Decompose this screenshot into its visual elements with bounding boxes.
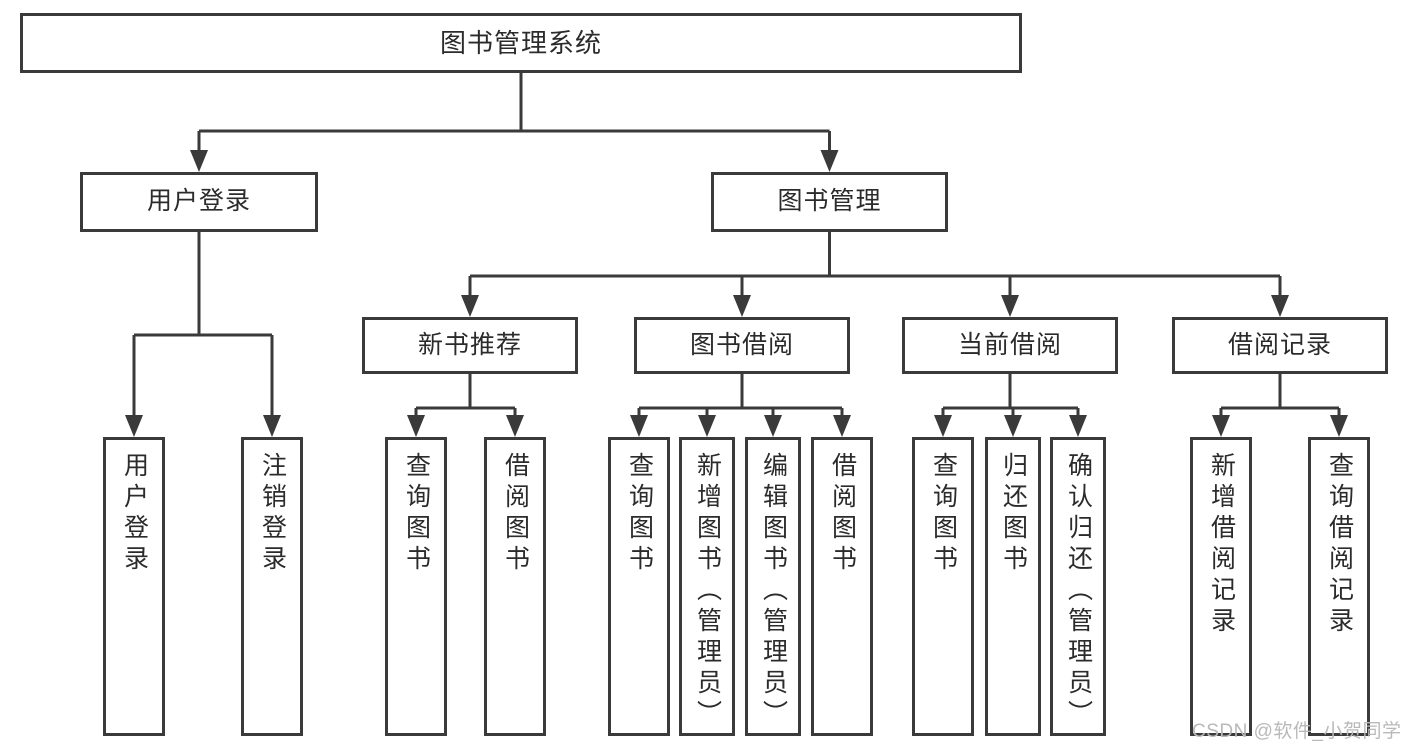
node-label: 查询借阅记录 <box>1325 452 1354 638</box>
node-label: 图书借阅 <box>689 330 794 359</box>
node-label: 借阅记录 <box>1227 330 1332 359</box>
node-current[interactable]: 当前借阅 <box>902 317 1118 374</box>
node-c3[interactable]: 确认归还（管理员） <box>1050 437 1106 736</box>
node-l2[interactable]: 注销登录 <box>241 437 303 736</box>
node-c2[interactable]: 归还图书 <box>985 437 1041 736</box>
node-label: 图书管理 <box>777 187 882 216</box>
node-label: 当前借阅 <box>957 330 1062 359</box>
node-n2[interactable]: 借阅图书 <box>484 437 546 736</box>
node-b4[interactable]: 借阅图书 <box>811 437 873 736</box>
node-l1[interactable]: 用户登录 <box>103 437 165 736</box>
node-label: 确认归还（管理员） <box>1064 452 1093 731</box>
watermark-text: CSDN @软件_小贺同学 <box>1192 721 1402 742</box>
node-r1[interactable]: 新增借阅记录 <box>1190 437 1252 736</box>
node-b3[interactable]: 编辑图书（管理员） <box>745 437 801 736</box>
node-records[interactable]: 借阅记录 <box>1172 317 1388 374</box>
node-label: 查询图书 <box>625 452 654 576</box>
node-c1[interactable]: 查询图书 <box>912 437 974 736</box>
node-label: 注销登录 <box>258 452 287 576</box>
node-b2[interactable]: 新增图书（管理员） <box>679 437 735 736</box>
node-label: 借阅图书 <box>501 452 530 576</box>
node-label: 归还图书 <box>999 452 1028 576</box>
node-root[interactable]: 图书管理系统 <box>20 13 1022 73</box>
node-n1[interactable]: 查询图书 <box>385 437 447 736</box>
node-newbook[interactable]: 新书推荐 <box>362 317 578 374</box>
node-borrow[interactable]: 图书借阅 <box>634 317 850 374</box>
node-label: 编辑图书（管理员） <box>759 452 788 731</box>
node-label: 新增图书（管理员） <box>693 452 722 731</box>
node-bookmgmt[interactable]: 图书管理 <box>711 172 948 232</box>
node-label: 新增借阅记录 <box>1207 452 1236 638</box>
node-label: 查询图书 <box>929 452 958 576</box>
node-label: 用户登录 <box>120 452 149 576</box>
node-login[interactable]: 用户登录 <box>80 172 318 232</box>
node-label: 查询图书 <box>402 452 431 576</box>
node-label: 图书管理系统 <box>439 27 602 58</box>
node-b1[interactable]: 查询图书 <box>608 437 670 736</box>
node-label: 用户登录 <box>146 187 251 216</box>
node-r2[interactable]: 查询借阅记录 <box>1308 437 1370 736</box>
node-label: 新书推荐 <box>417 330 522 359</box>
node-label: 借阅图书 <box>828 452 857 576</box>
